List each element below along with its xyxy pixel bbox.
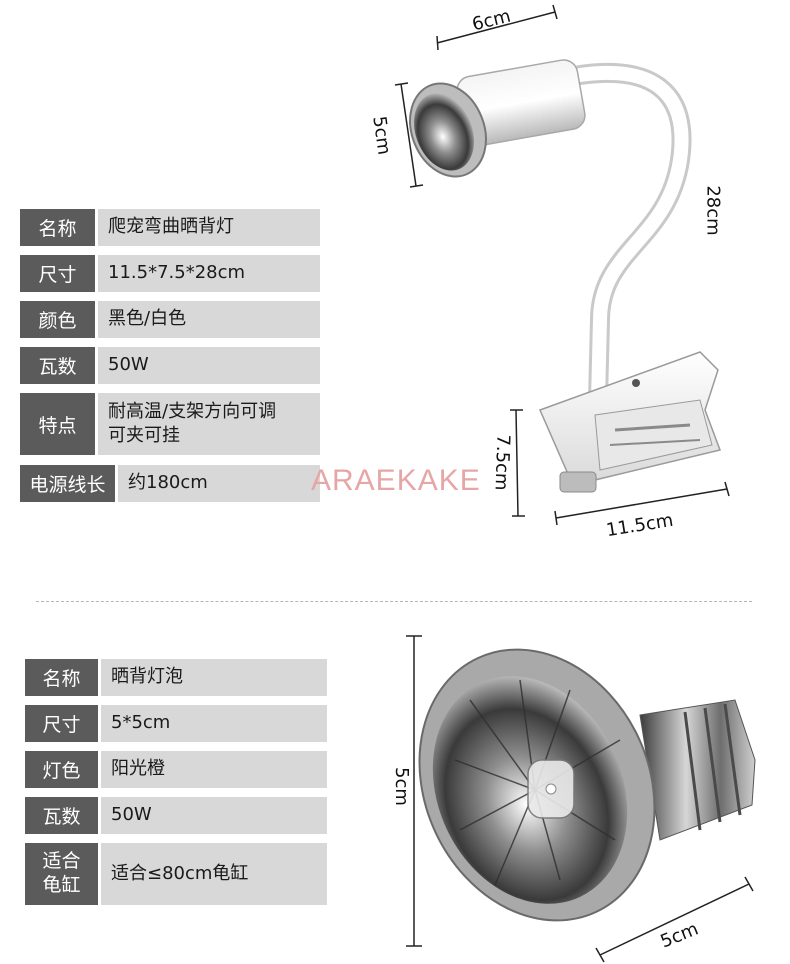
lamp-spec-row-name: 名称 爬宠弯曲晒背灯 [20, 209, 320, 246]
lamp-dimension-lines [394, 4, 730, 526]
lamp-spec-row-size: 尺寸 11.5*7.5*28cm [20, 255, 320, 292]
spec-value: 适合≤80cm龟缸 [101, 843, 327, 905]
spec-value: 5*5cm [101, 705, 327, 742]
spec-key: 颜色 [20, 301, 95, 338]
section-divider [36, 601, 752, 602]
spec-value: 约180cm [118, 465, 320, 502]
spec-value: 黑色/白色 [98, 301, 320, 338]
spec-key: 瓦数 [25, 797, 98, 834]
bulb-spec-row-size: 尺寸 5*5cm [25, 705, 327, 742]
bulb-spec-row-tank: 适合 龟缸 适合≤80cm龟缸 [25, 843, 327, 905]
spec-key: 尺寸 [25, 705, 98, 742]
lamp-drawing [409, 59, 722, 493]
bulb-drawing [418, 648, 756, 922]
bulb-spec-row-light-color: 灯色 阳光橙 [25, 751, 327, 788]
spec-key: 尺寸 [20, 255, 95, 292]
spec-key: 适合 龟缸 [25, 843, 98, 905]
spec-value: 11.5*7.5*28cm [98, 255, 320, 292]
spec-key: 灯色 [25, 751, 98, 788]
lamp-spec-row-features: 特点 耐高温/支架方向可调 可夹可挂 [20, 393, 320, 455]
lamp-spec-row-cord: 电源线长 约180cm [20, 465, 320, 502]
spec-key: 名称 [20, 209, 95, 246]
bulb-spec-row-wattage: 瓦数 50W [25, 797, 327, 834]
spec-value: 爬宠弯曲晒背灯 [98, 209, 320, 246]
spec-value: 50W [98, 347, 320, 384]
dimension-label-clip-height: 7.5cm [490, 434, 514, 491]
spec-key: 电源线长 [20, 465, 115, 502]
spec-key: 特点 [20, 393, 95, 455]
lamp-spec-row-color: 颜色 黑色/白色 [20, 301, 320, 338]
spec-value: 耐高温/支架方向可调 可夹可挂 [98, 393, 320, 455]
spec-key: 瓦数 [20, 347, 95, 384]
dimension-label-bulb-height: 5cm [390, 767, 412, 806]
spec-value: 50W [101, 797, 327, 834]
spec-value: 晒背灯泡 [101, 659, 327, 696]
bulb-dimension-lines [406, 635, 754, 963]
dimension-label-neck: 28cm [702, 185, 724, 236]
bulb-spec-row-name: 名称 晒背灯泡 [25, 659, 327, 696]
spec-key: 名称 [25, 659, 98, 696]
lamp-spec-row-wattage: 瓦数 50W [20, 347, 320, 384]
spec-value: 阳光橙 [101, 751, 327, 788]
watermark: ARAEKAKE [311, 464, 481, 497]
